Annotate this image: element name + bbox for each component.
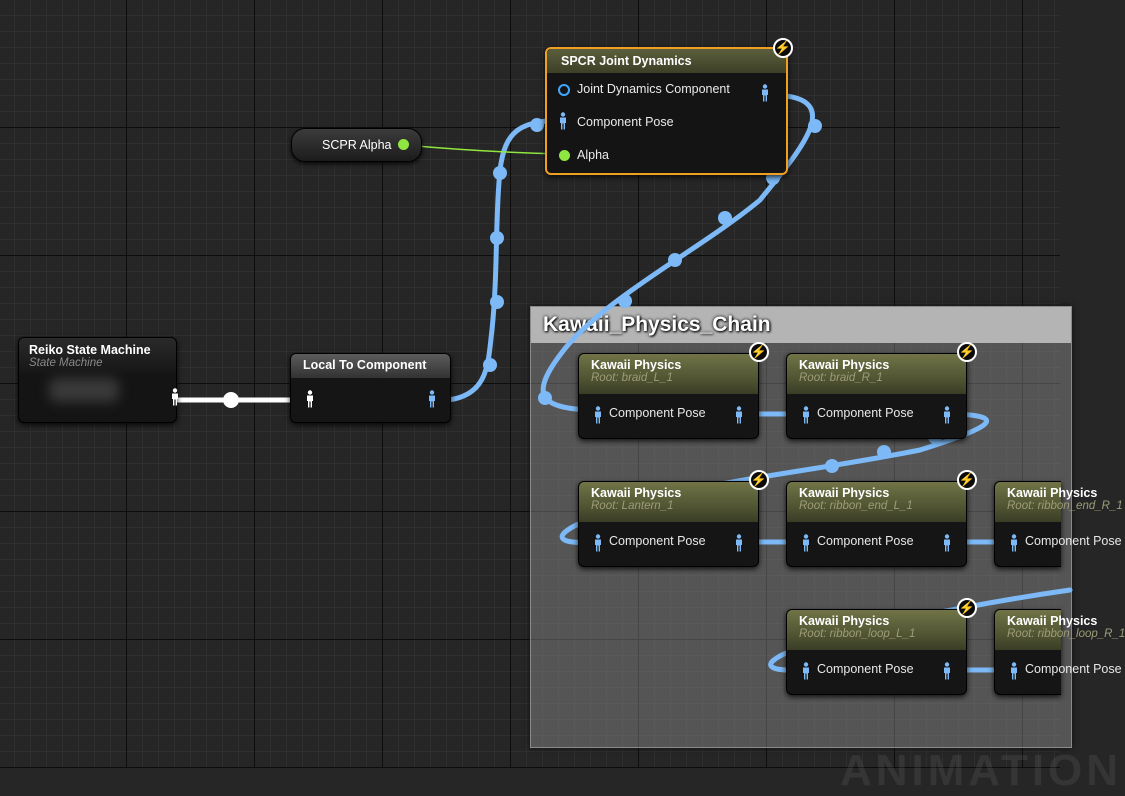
comment-title-bar[interactable]: Kawaii_Physics_Chain [531, 307, 1071, 343]
local-to-component-title: Local To Component [303, 358, 427, 372]
pin-label-component-pose: Component Pose [577, 115, 674, 129]
person-icon[interactable] [760, 84, 770, 102]
kawaii-physics-node[interactable]: Kawaii Physics Root: braid_R_1 Component… [786, 353, 967, 439]
wire-knot [483, 358, 497, 372]
kawaii-physics-title: Kawaii Physics [799, 486, 890, 500]
bolt-icon: ⚡ [749, 470, 769, 490]
pin-label-component-pose: Component Pose [817, 662, 914, 676]
person-icon[interactable] [427, 390, 437, 408]
wire-knot [808, 119, 822, 133]
bolt-icon: ⚡ [957, 598, 977, 618]
circle-pin-icon[interactable] [558, 84, 570, 96]
state-machine-node[interactable]: Reiko State Machine State Machine [18, 337, 180, 423]
pin-label-component-pose: Component Pose [1025, 662, 1122, 676]
kawaii-physics-root: Root: Lantern_1 [591, 500, 674, 512]
person-icon[interactable] [801, 534, 811, 552]
kawaii-physics-node[interactable]: Kawaii Physics Root: ribbon_end_L_1 Comp… [786, 481, 967, 567]
bolt-icon: ⚡ [957, 470, 977, 490]
state-machine-header[interactable]: Reiko State Machine State Machine [19, 338, 176, 374]
kawaii-physics-header[interactable]: Kawaii Physics Root: ribbon_end_R_1 [995, 482, 1123, 522]
pin-label-component-pose: Component Pose [609, 406, 706, 420]
green-dot-icon[interactable] [398, 139, 409, 150]
state-machine-title: Reiko State Machine [29, 343, 151, 357]
local-to-component-header[interactable]: Local To Component [291, 354, 450, 378]
kawaii-physics-title: Kawaii Physics [591, 486, 682, 500]
wire-knot [490, 231, 504, 245]
pin-label-joint-dynamics-component: Joint Dynamics Component [577, 82, 730, 96]
kawaii-physics-header[interactable]: Kawaii Physics Root: Lantern_1 [579, 482, 758, 522]
person-icon[interactable] [942, 662, 952, 680]
kawaii-physics-title: Kawaii Physics [799, 614, 890, 628]
pin-label-alpha: Alpha [577, 148, 609, 162]
person-icon[interactable] [801, 406, 811, 424]
person-icon[interactable] [1009, 662, 1019, 680]
kawaii-physics-header[interactable]: Kawaii Physics Root: ribbon_end_L_1 [787, 482, 966, 522]
joint-dynamics-title: SPCR Joint Dynamics [561, 54, 692, 68]
local-to-component-node[interactable]: Local To Component [290, 353, 451, 423]
green-dot-icon[interactable] [559, 150, 570, 161]
kawaii-physics-header[interactable]: Kawaii Physics Root: ribbon_loop_L_1 [787, 610, 966, 650]
kawaii-physics-node[interactable]: Kawaii Physics Root: Lantern_1 Component… [578, 481, 759, 567]
wire-knot [668, 253, 682, 267]
person-icon[interactable] [942, 534, 952, 552]
pin-label-component-pose: Component Pose [609, 534, 706, 548]
state-machine-preview [49, 378, 119, 402]
person-icon[interactable] [170, 388, 180, 406]
kawaii-physics-header[interactable]: Kawaii Physics Root: ribbon_loop_R_1 [995, 610, 1125, 650]
person-icon[interactable] [1009, 534, 1019, 552]
kawaii-physics-header[interactable]: Kawaii Physics Root: braid_L_1 [579, 354, 758, 394]
bolt-icon: ⚡ [773, 38, 793, 58]
wire-reroute-node [223, 392, 239, 408]
joint-dynamics-node[interactable]: SPCR Joint Dynamics Joint Dynamics Compo… [545, 47, 788, 175]
person-icon[interactable] [801, 662, 811, 680]
kawaii-physics-header[interactable]: Kawaii Physics Root: braid_R_1 [787, 354, 966, 394]
person-icon[interactable] [558, 112, 568, 130]
pin-label-component-pose: Component Pose [1025, 534, 1122, 548]
person-icon[interactable] [593, 406, 603, 424]
person-icon[interactable] [942, 406, 952, 424]
float-wire-alpha [404, 144, 563, 155]
alpha-variable-label: SCPR Alpha [322, 138, 392, 152]
comment-title: Kawaii_Physics_Chain [543, 313, 771, 336]
bolt-icon: ⚡ [957, 342, 977, 362]
kawaii-physics-node[interactable]: Kawaii Physics Root: ribbon_loop_R_1 Com… [994, 609, 1125, 695]
pin-label-component-pose: Component Pose [817, 406, 914, 420]
person-icon[interactable] [305, 390, 315, 408]
wire-knot [530, 118, 544, 132]
joint-dynamics-header[interactable]: SPCR Joint Dynamics [547, 49, 786, 73]
kawaii-physics-root: Root: ribbon_loop_R_1 [1007, 628, 1125, 640]
kawaii-physics-node[interactable]: Kawaii Physics Root: ribbon_loop_L_1 Com… [786, 609, 967, 695]
wire-knot [493, 166, 507, 180]
bolt-icon: ⚡ [749, 342, 769, 362]
kawaii-physics-root: Root: ribbon_end_L_1 [799, 500, 913, 512]
person-icon[interactable] [734, 534, 744, 552]
pin-label-component-pose: Component Pose [817, 534, 914, 548]
kawaii-physics-title: Kawaii Physics [1007, 486, 1098, 500]
kawaii-physics-title: Kawaii Physics [591, 358, 682, 372]
person-icon[interactable] [734, 406, 744, 424]
kawaii-physics-root: Root: braid_R_1 [799, 372, 883, 384]
kawaii-physics-title: Kawaii Physics [799, 358, 890, 372]
kawaii-physics-root: Root: ribbon_loop_L_1 [799, 628, 916, 640]
kawaii-physics-node[interactable]: Kawaii Physics Root: ribbon_end_R_1 Comp… [994, 481, 1123, 567]
kawaii-physics-node[interactable]: Kawaii Physics Root: braid_L_1 Component… [578, 353, 759, 439]
wire-knot [490, 295, 504, 309]
kawaii-physics-title: Kawaii Physics [1007, 614, 1098, 628]
graph-watermark: ANIMATION [840, 746, 1123, 795]
state-machine-subtitle: State Machine [29, 357, 103, 369]
alpha-variable-node[interactable]: SCPR Alpha [291, 128, 422, 162]
person-icon[interactable] [593, 534, 603, 552]
kawaii-physics-root: Root: ribbon_end_R_1 [1007, 500, 1123, 512]
wire-knot [718, 211, 732, 225]
kawaii-physics-root: Root: braid_L_1 [591, 372, 673, 384]
